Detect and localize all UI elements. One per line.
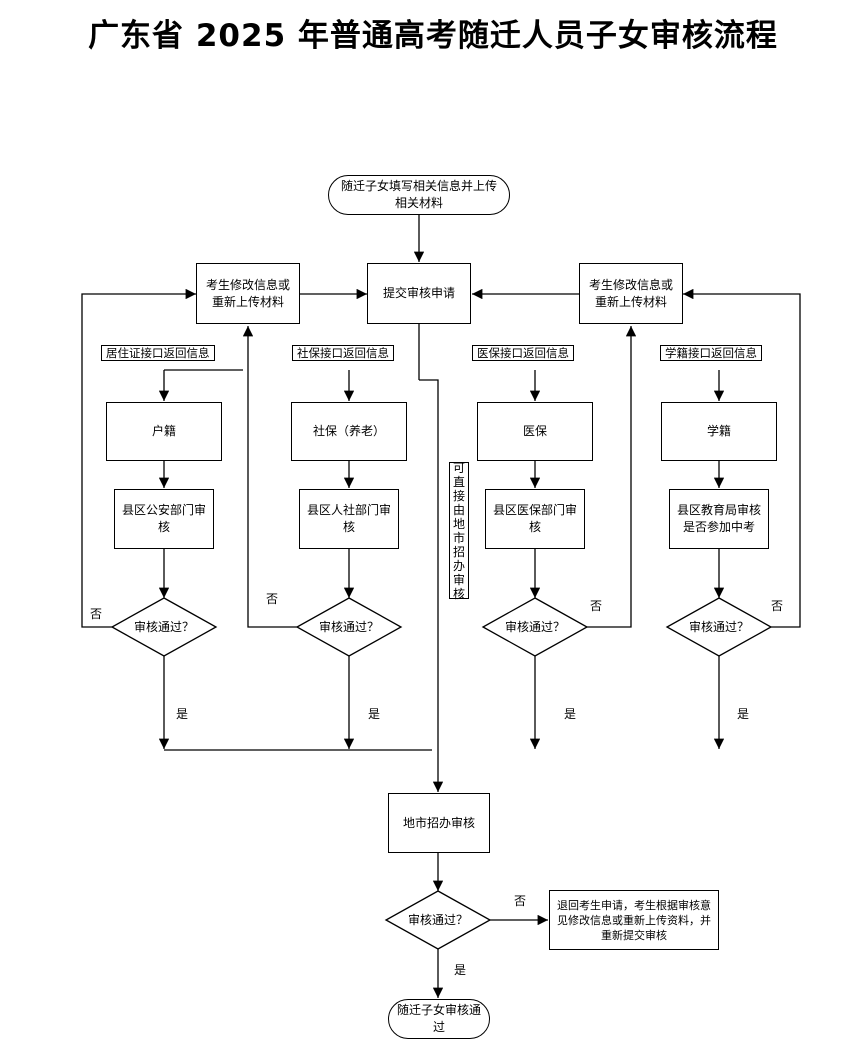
final-no-label: 否 — [514, 894, 527, 908]
item-box-yibao: 医保 — [477, 402, 593, 461]
page-title: 广东省 2025 年普通高考随迁人员子女审核流程 — [88, 18, 778, 54]
direct-review-box: 可直接由地市招办审核 — [449, 460, 469, 601]
final-decision-label: 审核通过？ — [407, 912, 468, 927]
dept-box-education: 县区教育局审核 是否参加中考 — [669, 489, 769, 549]
loop-no-2 — [242, 326, 297, 628]
city-review-box: 地市招办审核 — [388, 793, 490, 853]
direct-review-text: 可直接由地市招办审核 — [452, 460, 465, 601]
yes-label-1: 是 — [176, 707, 189, 721]
dept-box-medical: 县区医保部门审 核 — [485, 489, 585, 549]
yes-label-4: 是 — [737, 707, 750, 721]
decision-label-1: 审核通过？ — [133, 619, 194, 634]
interface-tag-school-record: 学籍接口返回信息 — [660, 345, 762, 361]
interface-tag-residence: 居住证接口返回信息 — [101, 345, 215, 361]
interface-tag-social-security: 社保接口返回信息 — [292, 345, 394, 361]
decision-label-4: 审核通过？ — [688, 619, 749, 634]
yes-label-2: 是 — [368, 707, 381, 721]
no-label-3: 否 — [590, 599, 603, 613]
loop-no-1 — [81, 288, 196, 628]
interface-tag-medical: 医保接口返回信息 — [472, 345, 574, 361]
no-label-1: 否 — [90, 607, 103, 621]
submit-application-box: 提交审核申请 — [367, 263, 471, 324]
no-label-4: 否 — [771, 599, 784, 613]
loop-no-3 — [587, 326, 637, 628]
decision-label-2: 审核通过？ — [318, 619, 379, 634]
item-box-huji: 户籍 — [106, 402, 222, 461]
loop-no-4 — [683, 288, 801, 628]
line-direct-route — [419, 379, 439, 760]
start-node: 随迁子女填写相关信息并上传 相关材料 — [328, 175, 510, 215]
dept-box-hr: 县区人社部门审 核 — [299, 489, 399, 549]
dept-box-police: 县区公安部门审 核 — [114, 489, 214, 549]
yes-label-3: 是 — [564, 707, 577, 721]
item-box-shebao: 社保（养老） — [291, 402, 407, 461]
rejection-box: 退回考生申请，考生根据审核意 见修改信息或重新上传资料，并 重新提交审核 — [549, 890, 719, 950]
no-label-2: 否 — [266, 592, 279, 606]
decision-label-3: 审核通过？ — [504, 619, 565, 634]
modify-info-box-right: 考生修改信息或 重新上传材料 — [579, 263, 683, 324]
item-box-xueji: 学籍 — [661, 402, 777, 461]
final-yes-label: 是 — [454, 963, 467, 977]
modify-info-box-left: 考生修改信息或 重新上传材料 — [196, 263, 300, 324]
end-node: 随迁子女审核通 过 — [388, 999, 490, 1039]
